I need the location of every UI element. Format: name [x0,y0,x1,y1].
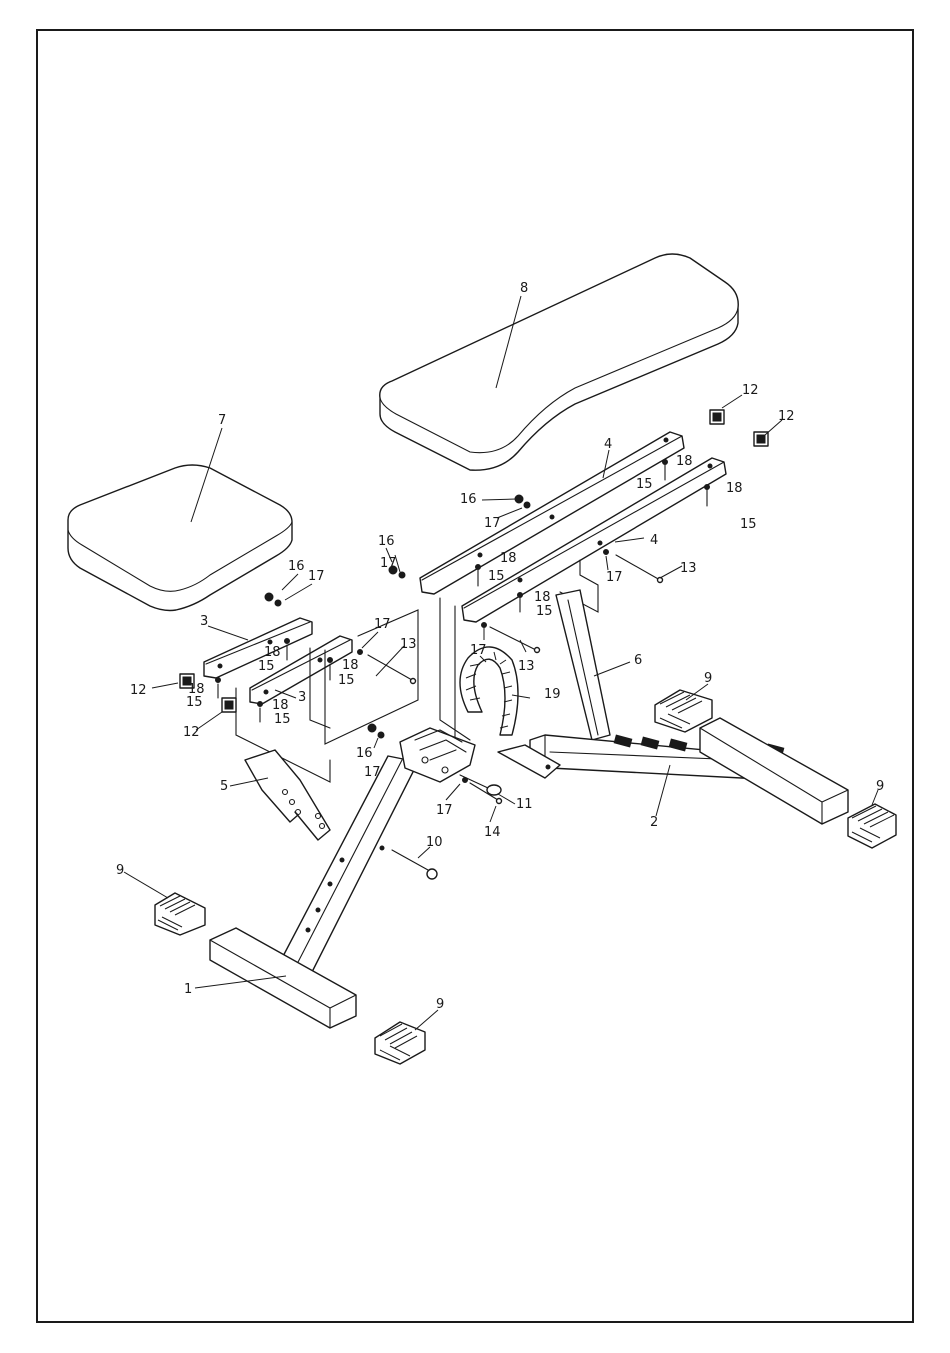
callout-15-f: 15 [186,695,203,710]
end-cap-front-left [155,893,205,935]
callout-18-b: 18 [726,481,743,496]
callout-4-lower: 4 [650,533,658,548]
callout-4-upper: 4 [604,437,612,452]
tube-plug-1 [710,410,724,424]
leg-roller-pad [460,647,518,735]
callout-17-d: 17 [374,617,391,632]
callout-16-d: 16 [356,746,373,761]
callout-18-c: 18 [500,551,517,566]
callout-13-a: 13 [680,561,697,576]
callout-9-front-left: 9 [116,863,124,878]
callout-1: 1 [184,982,192,997]
callout-15-b: 15 [740,517,757,532]
callout-17-b: 17 [380,556,397,571]
callout-18-f: 18 [188,682,205,697]
callout-15-a: 15 [636,477,653,492]
seat-pad [68,465,292,611]
callout-2: 2 [650,815,658,830]
callout-18-e: 18 [264,645,281,660]
seat-adjust-bracket [245,750,330,840]
page-border [37,30,913,1322]
callout-12-c: 12 [130,683,147,698]
callout-3-upper: 3 [200,614,208,629]
callout-6: 6 [634,653,642,668]
callout-15-e: 15 [258,659,275,674]
callout-10: 10 [426,835,443,850]
callout-15-d: 15 [536,604,553,619]
tube-plug-4 [222,698,236,712]
callout-8: 8 [520,281,528,296]
callout-14: 14 [484,825,501,840]
callout-17-g: 17 [364,765,381,780]
callout-5: 5 [220,779,228,794]
callout-3-lower: 3 [298,690,306,705]
callout-16-a: 16 [460,492,477,507]
callout-18-a: 18 [676,454,693,469]
callout-18-g: 18 [342,658,359,673]
callout-12-b: 12 [778,409,795,424]
callout-17-a: 17 [484,516,501,531]
callout-9-rear-left: 9 [704,671,712,686]
pop-pin [392,850,437,879]
callout-12-a: 12 [742,383,759,398]
callout-15-h: 15 [274,712,291,727]
front-stabilizer [210,928,356,1028]
callout-17-h: 17 [436,803,453,818]
callout-16-b: 16 [378,534,395,549]
callout-15-c: 15 [488,569,505,584]
callout-17-c: 17 [308,569,325,584]
callout-18-d: 18 [534,590,551,605]
callout-15-g: 15 [338,673,355,688]
callout-12-d: 12 [183,725,200,740]
callout-16-c: 16 [288,559,305,574]
callout-11: 11 [516,797,533,812]
callout-17-f: 17 [470,643,487,658]
callout-18-h: 18 [272,698,289,713]
callout-9-front-right: 9 [436,997,444,1012]
adjustment-knob [460,775,501,795]
callout-7: 7 [218,413,226,428]
callout-19: 19 [544,687,561,702]
callout-13-c: 13 [400,637,417,652]
back-pad [380,254,738,470]
callout-9-rear-right: 9 [876,779,884,794]
callout-17-e: 17 [606,570,623,585]
back-support-strut [556,590,610,740]
callout-13-b: 13 [518,659,535,674]
end-cap-rear-right [848,804,896,848]
